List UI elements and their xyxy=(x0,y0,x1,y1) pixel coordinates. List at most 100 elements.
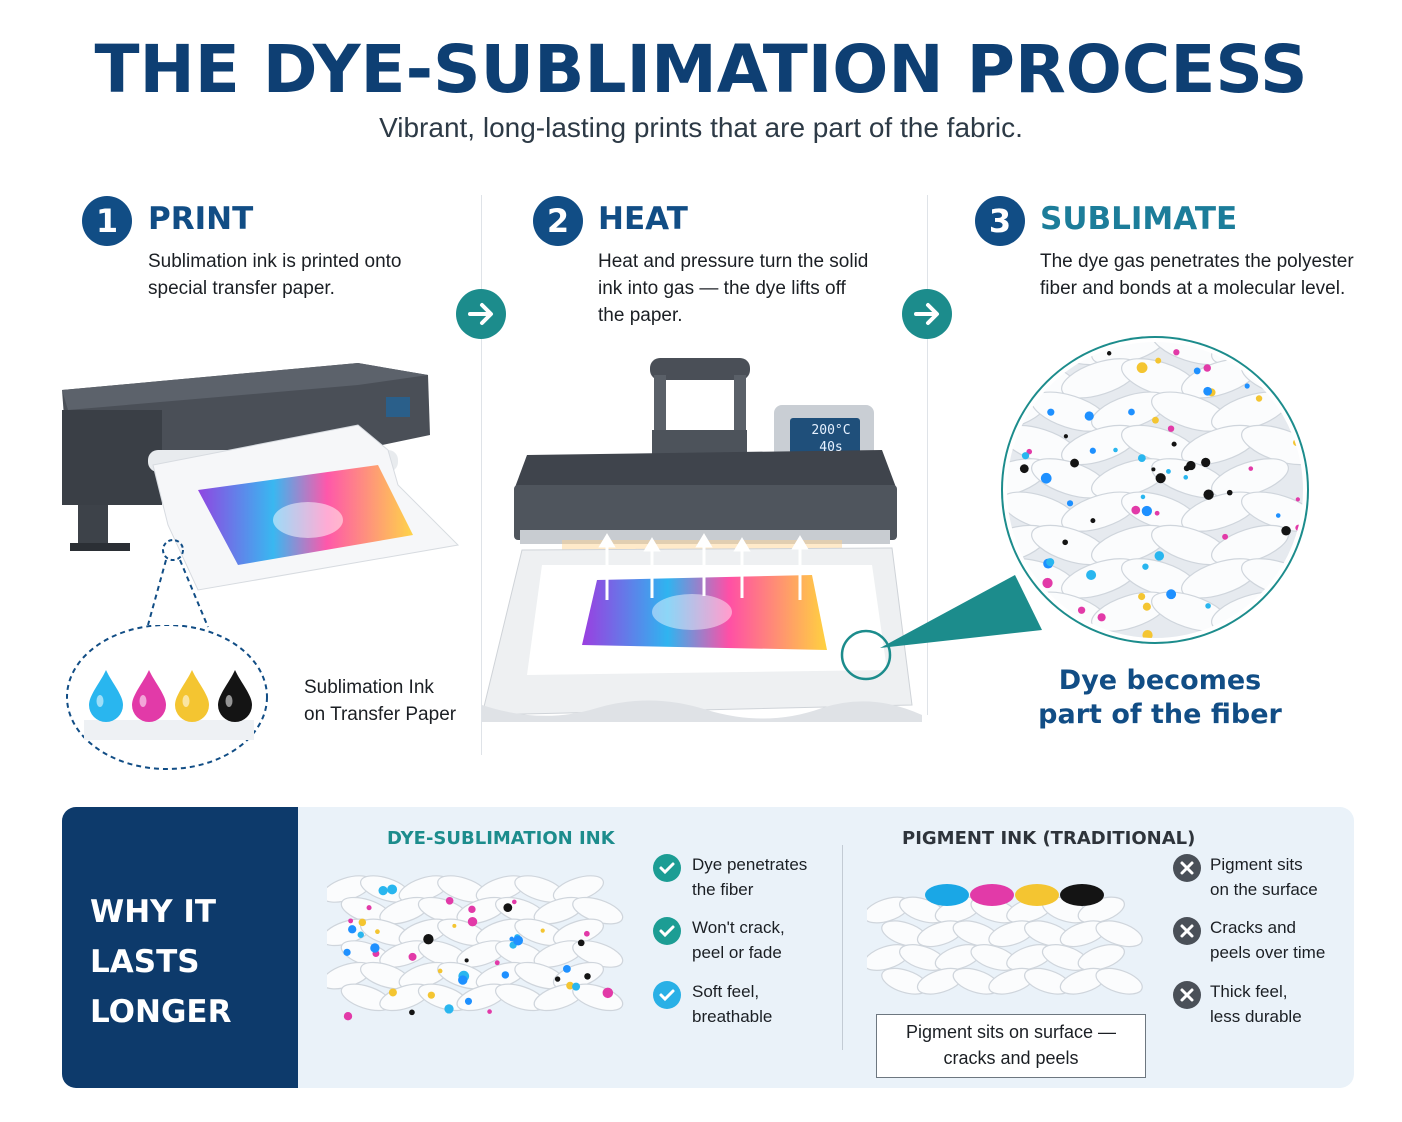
dye-dye-dot xyxy=(467,916,478,927)
ink-drop-icon xyxy=(218,670,252,722)
heat-press-illustration xyxy=(482,358,922,722)
magnified-dye-dot xyxy=(1167,425,1175,432)
magnified-dye-dot xyxy=(1140,494,1146,500)
magnified-dye-dot xyxy=(1086,569,1097,581)
magnified-dye-dot xyxy=(1066,500,1074,507)
magnified-dye-dot xyxy=(1062,539,1068,546)
dye-dye-dot xyxy=(513,935,524,946)
bullet-line: breathable xyxy=(692,1007,773,1026)
fiber-magnifier xyxy=(880,336,1309,648)
magnified-dye-dot xyxy=(1155,473,1166,484)
magnified-dye-dot xyxy=(1166,469,1171,474)
dye-bullet-3: Soft feel, breathable xyxy=(692,979,772,1029)
bullet-line: less durable xyxy=(1210,1007,1302,1026)
magnified-dye-dot xyxy=(1063,434,1069,439)
dye-bullet-1: Dye penetrates the fiber xyxy=(692,852,807,902)
pigment-fiber-illustration xyxy=(867,884,1143,995)
x-icon xyxy=(1173,854,1201,882)
magnified-dye-dot xyxy=(1070,458,1079,468)
panel-divider xyxy=(842,845,843,1050)
pigment-heading: PIGMENT INK (TRADITIONAL) xyxy=(902,828,1196,849)
dye-dye-dot xyxy=(452,923,457,928)
fiber-caption-line: Dye becomes xyxy=(1058,665,1262,696)
dye-dye-dot xyxy=(409,1009,415,1016)
magnified-dye-dot xyxy=(1151,467,1156,472)
bullet-line: peel or fade xyxy=(692,943,782,962)
page-subtitle: Vibrant, long-lasting prints that are pa… xyxy=(379,112,1023,143)
dye-dye-dot xyxy=(358,918,367,927)
dye-dye-dot xyxy=(370,943,380,953)
fiber-caption: Dye becomes part of the fiber xyxy=(1020,664,1300,732)
magnified-dye-dot xyxy=(1040,472,1052,484)
magnified-dye-dot xyxy=(1057,354,1069,366)
dye-dye-dot xyxy=(387,884,398,895)
ink-drop-highlight xyxy=(96,695,104,707)
dye-dye-dot xyxy=(437,968,443,974)
dye-dye-dot xyxy=(348,925,357,934)
dye-dye-dot xyxy=(572,982,581,991)
step-1-description: Sublimation ink is printed onto special … xyxy=(148,248,468,302)
magnified-fiber-strand xyxy=(1005,340,1049,366)
magnified-dye-dot xyxy=(1281,526,1291,536)
dye-dye-dot xyxy=(427,991,435,999)
dye-dye-dot xyxy=(577,939,585,947)
step-3-line: fiber and bonds at a molecular level. xyxy=(1040,278,1346,299)
dye-dye-dot xyxy=(388,988,397,997)
dye-dye-dot xyxy=(348,918,354,924)
dye-dye-dot xyxy=(468,905,476,914)
pigment-blob xyxy=(1015,884,1059,906)
pigment-bullet-3: Thick feel, less durable xyxy=(1210,979,1302,1029)
dye-dye-dot xyxy=(540,928,545,933)
magnified-dye-dot xyxy=(1201,457,1211,468)
note-line: cracks and peels xyxy=(943,1048,1079,1068)
bullet-line: Cracks and xyxy=(1210,918,1296,937)
magnified-dye-dot xyxy=(1138,592,1146,601)
step-2-description: Heat and pressure turn the solid ink int… xyxy=(598,248,918,329)
dye-dye-dot xyxy=(408,952,417,961)
step-3-description: The dye gas penetrates the polyester fib… xyxy=(1040,248,1380,302)
dye-dye-dot xyxy=(444,1004,454,1014)
dye-dye-dot xyxy=(343,948,351,956)
magnified-dye-dot xyxy=(1142,602,1151,611)
pigment-bullet-1: Pigment sits on the surface xyxy=(1210,852,1318,902)
magnified-dye-dot xyxy=(1057,637,1065,640)
dye-dye-dot xyxy=(511,899,517,905)
step-3-title: SUBLIMATE xyxy=(1040,201,1238,237)
dye-dye-dot xyxy=(487,1009,492,1014)
bullet-line: peels over time xyxy=(1210,943,1326,962)
dye-dye-dot xyxy=(554,976,561,982)
magnified-dye-dot xyxy=(1021,452,1030,460)
magnified-dye-dot xyxy=(1166,589,1177,600)
magnified-dye-dot xyxy=(1012,386,1022,396)
magnified-dye-dot xyxy=(1203,386,1213,396)
dye-dye-dot xyxy=(494,960,500,966)
magnified-dye-dot xyxy=(1136,362,1148,374)
magnified-dye-dot xyxy=(1193,367,1201,375)
step-1-number: 1 xyxy=(82,196,132,246)
ink-drop-highlight xyxy=(182,695,190,707)
bullet-line: Pigment sits xyxy=(1210,855,1303,874)
check-icon xyxy=(653,854,681,882)
bullet-line: the fiber xyxy=(692,880,754,899)
magnified-dye-dot xyxy=(1183,475,1189,480)
time-readout: 40s xyxy=(819,440,843,455)
magnified-dye-dot xyxy=(1171,441,1177,447)
bullet-line: Won't crack, xyxy=(692,918,785,937)
bullet-line: Thick feel, xyxy=(1210,982,1288,1001)
magnified-dye-dot xyxy=(1077,606,1086,614)
ink-caption-line: Sublimation Ink xyxy=(304,677,434,698)
magnified-dye-dot xyxy=(1113,447,1118,453)
step-2-line: the paper. xyxy=(598,305,683,326)
magnified-dye-dot xyxy=(1142,563,1149,570)
step-1-title: PRINT xyxy=(148,201,254,237)
pigment-blob xyxy=(970,884,1014,906)
magnified-dye-dot xyxy=(1084,411,1094,421)
dye-dye-dot xyxy=(343,1012,353,1021)
panel-sidebar: WHY IT LASTS LONGER xyxy=(62,807,298,1088)
dye-dye-dot xyxy=(375,929,380,935)
printer-illustration xyxy=(62,363,460,628)
heat-press-display: 200°C 40s xyxy=(800,422,862,456)
pigment-bullet-2: Cracks and peels over time xyxy=(1210,915,1325,965)
magnified-dye-dot xyxy=(1106,351,1112,356)
magnified-dye-dot xyxy=(1137,454,1146,463)
